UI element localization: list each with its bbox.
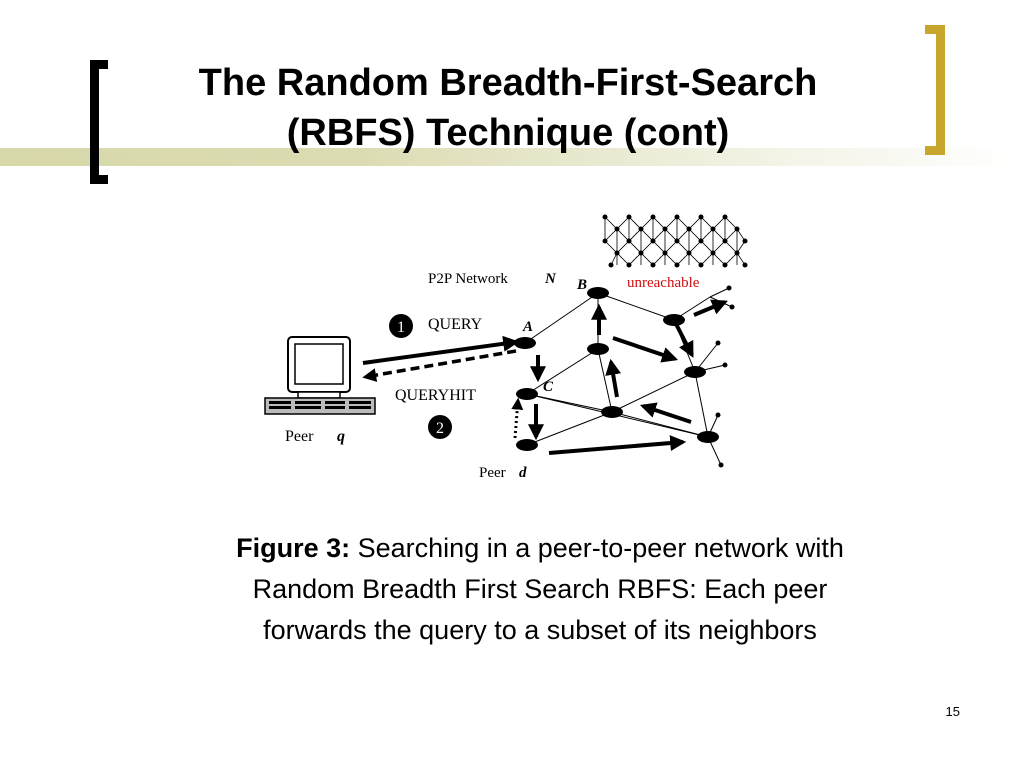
step-1-badge <box>389 314 413 338</box>
title-line-1: The Random Breadth-First-Search <box>198 62 818 104</box>
step-2-number: 2 <box>436 420 444 437</box>
forwarding-arrows <box>528 299 728 455</box>
p2p-network-label: P2P Network <box>428 271 508 287</box>
peer-d-label: Peer <box>479 465 506 481</box>
slide-title: The Random Breadth-First-Search (RBFS) T… <box>118 58 898 158</box>
queryhit-dotted-return <box>511 397 524 439</box>
rbfs-diagram: 1 2 P2P Network N B unreachable QUERY A … <box>264 214 748 481</box>
caption-line-1: Figure 3: Searching in a peer-to-peer ne… <box>140 528 940 569</box>
caption-prefix: Figure 3: <box>236 533 351 563</box>
query-label: QUERY <box>428 316 483 333</box>
unreachable-mesh <box>602 214 748 268</box>
page-number: 15 <box>945 704 960 719</box>
node-d <box>516 439 538 451</box>
computer-icon <box>264 336 376 415</box>
caption-line-2: Random Breadth First Search RBFS: Each p… <box>252 574 828 604</box>
query-arrow <box>362 335 520 365</box>
unreachable-label: unreachable <box>627 275 700 291</box>
leaf-dots <box>715 285 735 468</box>
node-c <box>516 388 538 400</box>
step-2-badge <box>428 415 452 439</box>
title-line-2: (RBFS) Technique (cont) <box>286 112 730 154</box>
node-c-label: C <box>543 379 554 395</box>
peer-q-label: Peer <box>285 428 314 445</box>
right-bracket-decoration <box>925 25 945 155</box>
peer-d-variable: d <box>519 465 527 481</box>
caption-line-3: forwards the query to a subset of its ne… <box>263 615 817 645</box>
network-nodes <box>514 287 719 451</box>
network-variable: N <box>544 271 557 287</box>
step-1-number: 1 <box>397 319 405 336</box>
queryhit-arrow <box>362 349 517 382</box>
node-a <box>514 337 536 349</box>
node-a-label: A <box>522 319 533 335</box>
queryhit-label: QUERYHIT <box>395 387 476 404</box>
left-bracket-decoration <box>90 60 108 184</box>
node-b <box>587 287 609 299</box>
peer-q-variable: q <box>337 428 345 445</box>
title-underline-bar <box>0 148 1024 166</box>
figure-caption: Figure 3: Searching in a peer-to-peer ne… <box>140 528 940 651</box>
node-b-label: B <box>576 277 587 293</box>
caption-line-1-text: Searching in a peer-to-peer network with <box>357 533 844 563</box>
